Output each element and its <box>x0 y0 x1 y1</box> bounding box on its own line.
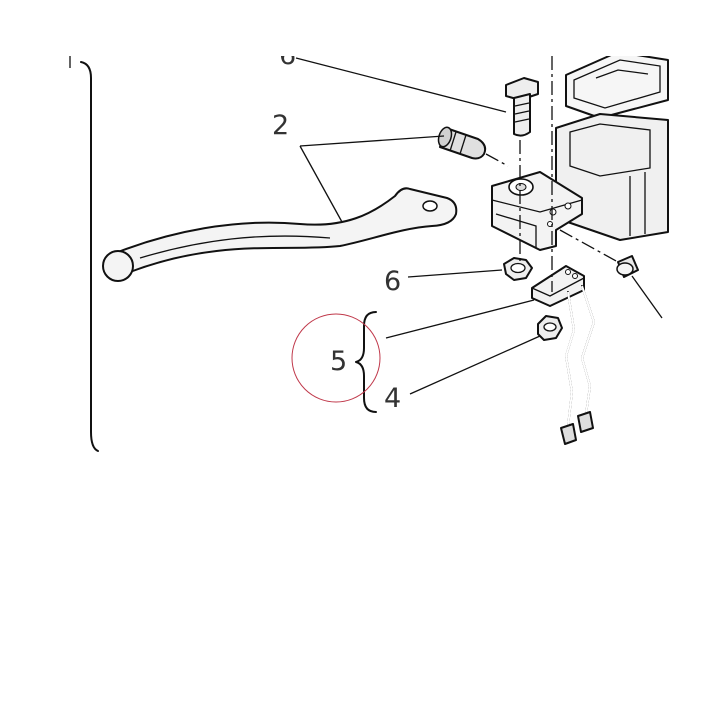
assembly-bracket <box>80 61 99 452</box>
leader-top <box>295 57 507 113</box>
nut-lower <box>537 315 563 341</box>
switch-assembly <box>531 265 596 445</box>
leader-6 <box>407 269 503 278</box>
group-brace <box>355 311 377 413</box>
callout-2: 2 <box>272 110 289 141</box>
bushing <box>437 126 487 160</box>
lever-bracket <box>491 171 583 251</box>
leader-right <box>631 275 663 319</box>
centerline-diagonal <box>485 153 509 167</box>
highlight-circle <box>291 313 381 403</box>
nut-upper <box>503 257 533 281</box>
leader-2-lever <box>299 145 343 223</box>
callout-6: 6 <box>384 266 401 297</box>
leader-2-bushing <box>299 135 445 147</box>
centerline-rod <box>559 229 619 263</box>
push-rod-cap <box>616 255 639 278</box>
pivot-bolt <box>505 77 539 137</box>
leader-4 <box>409 335 541 395</box>
callout-4: 4 <box>384 383 401 414</box>
leader-5 <box>385 299 535 339</box>
lever-ball-end <box>102 250 134 282</box>
reservoir <box>555 51 669 241</box>
callout-5: 5 <box>330 346 347 377</box>
lever-pivot-hole <box>422 200 438 212</box>
lever <box>102 187 458 282</box>
top-crop-band <box>0 0 720 56</box>
